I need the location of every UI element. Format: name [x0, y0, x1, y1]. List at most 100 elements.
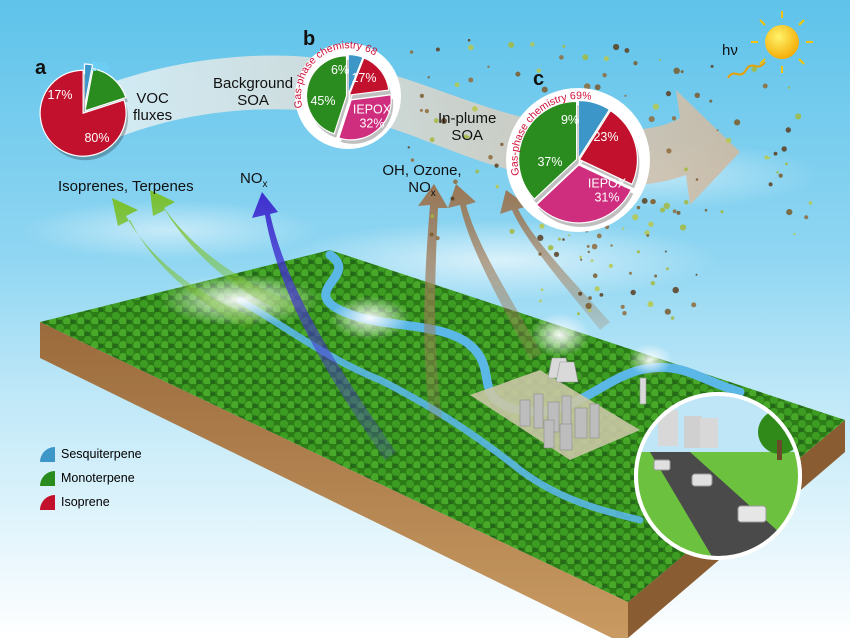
aerosol-particle — [644, 230, 650, 236]
aerosol-particle — [487, 65, 490, 69]
pie-slice-monoterpene — [84, 67, 127, 112]
aerosol-particle — [647, 301, 654, 308]
pie-a-isoprene-pct: 80% — [84, 131, 110, 145]
aerosol-particle — [672, 286, 679, 294]
legend-swatch-monoterpene — [40, 470, 55, 486]
aerosol-particle — [624, 48, 630, 53]
pie-slice-monoterpene — [518, 100, 578, 200]
aerosol-particle — [773, 151, 778, 156]
panel-label-b: b — [303, 28, 316, 50]
aerosol-particle — [632, 214, 639, 221]
aerosol-particle — [804, 215, 809, 220]
aerosol-particle — [454, 82, 460, 88]
aerosol-particle — [648, 116, 655, 123]
aerosol-particle — [435, 47, 440, 52]
aerosol-particle — [537, 234, 544, 241]
aerosol-particle — [548, 245, 554, 251]
aerosol-particle — [579, 255, 582, 259]
isoprenes-terpenes-label: Isoprenes, Terpenes — [58, 178, 194, 195]
aerosol-particle — [654, 274, 658, 278]
aerosol-particle — [463, 134, 468, 139]
aerosol-particle — [734, 119, 741, 126]
aerosol-particle — [475, 169, 480, 174]
aerosol-particle — [694, 92, 700, 99]
cooling-towers — [547, 357, 647, 405]
aerosol-particle — [633, 61, 638, 66]
nox-label: NOx — [240, 170, 268, 190]
aerosol-particle — [435, 236, 440, 241]
aerosol-particle — [620, 304, 625, 309]
aerosol-particle — [587, 250, 590, 254]
aerosol-particle — [695, 273, 698, 276]
aerosol-particle — [787, 86, 791, 89]
aerosol-particle — [541, 86, 548, 93]
aerosol-particle — [776, 171, 779, 174]
aerosol-particle — [602, 73, 607, 78]
aerosol-particle — [716, 129, 719, 132]
pie-slice-iepox — [338, 94, 392, 141]
legend-swatch-sesquiterpene — [40, 446, 55, 462]
legend-label: Isoprene — [61, 495, 110, 509]
city-buildings — [519, 393, 600, 451]
aerosol-particle — [584, 83, 591, 90]
aerosol-particle — [538, 252, 542, 256]
aerosol-particle — [582, 54, 589, 61]
aerosol-particle — [429, 232, 434, 237]
aerosol-particle — [580, 258, 583, 261]
aerosol-particle — [407, 146, 410, 149]
aerosol-particle — [515, 71, 521, 77]
aerosol-particle — [629, 271, 632, 275]
aerosol-particle — [558, 237, 561, 241]
aerosol-particle — [433, 118, 439, 124]
biogenic-arrow-2 — [150, 190, 298, 315]
light-wave-icon — [727, 61, 766, 79]
pie-c-monoterpene-pct: 37% — [537, 155, 563, 169]
aerosol-particle — [419, 93, 424, 98]
aerosol-particle — [559, 55, 564, 60]
aerosol-particle — [540, 288, 544, 291]
aerosol-particle — [725, 137, 732, 144]
hv-label: hν — [722, 42, 738, 59]
legend-item: Monoterpene — [40, 466, 142, 490]
soil-front — [40, 322, 628, 638]
panel-label-c: c — [533, 68, 545, 90]
aerosol-particle — [781, 146, 787, 152]
aerosol-particle — [500, 142, 504, 147]
aerosol-particle — [562, 44, 566, 48]
aerosol-particle — [553, 251, 560, 257]
aerosol-particle — [585, 302, 592, 310]
aerosol-particle — [468, 77, 474, 83]
aerosol-particle — [636, 250, 641, 254]
legend-item: Sesquiterpene — [40, 442, 142, 466]
pie-slice-sesquiterpene — [577, 99, 611, 161]
legend-item: Isoprene — [40, 490, 142, 514]
aerosol-particle — [562, 238, 565, 241]
aerosol-particle — [762, 83, 768, 89]
aerosol-particle — [596, 233, 602, 239]
aerosol-particle — [568, 234, 571, 237]
nox-arrow — [252, 192, 396, 460]
aerosol-particle — [709, 99, 713, 103]
inset-circle — [634, 392, 802, 560]
aerosol-particle — [785, 162, 788, 166]
aerosol-particle — [648, 221, 654, 227]
pie-slice-isoprene — [578, 109, 639, 186]
legend-label: Monoterpene — [61, 471, 135, 485]
aerosol-particle — [409, 50, 414, 54]
aerosol-particle — [710, 64, 714, 68]
aerosol-particle — [764, 155, 769, 160]
aerosol-particle — [671, 116, 677, 121]
pie-chart-a — [39, 63, 129, 161]
pie-slice-iepox — [535, 164, 633, 224]
pie-b-sesquiterpene-pct: 6% — [330, 63, 350, 77]
aerosol-particle — [586, 244, 590, 248]
aerosol-particle — [683, 200, 689, 205]
aerosol-particle — [785, 127, 791, 133]
aerosol-particle — [641, 198, 648, 204]
aerosol-particle — [441, 118, 447, 124]
pie-slice-monoterpene — [305, 55, 348, 135]
aerosol-particle — [751, 66, 757, 72]
aerosol-particle — [778, 173, 783, 178]
